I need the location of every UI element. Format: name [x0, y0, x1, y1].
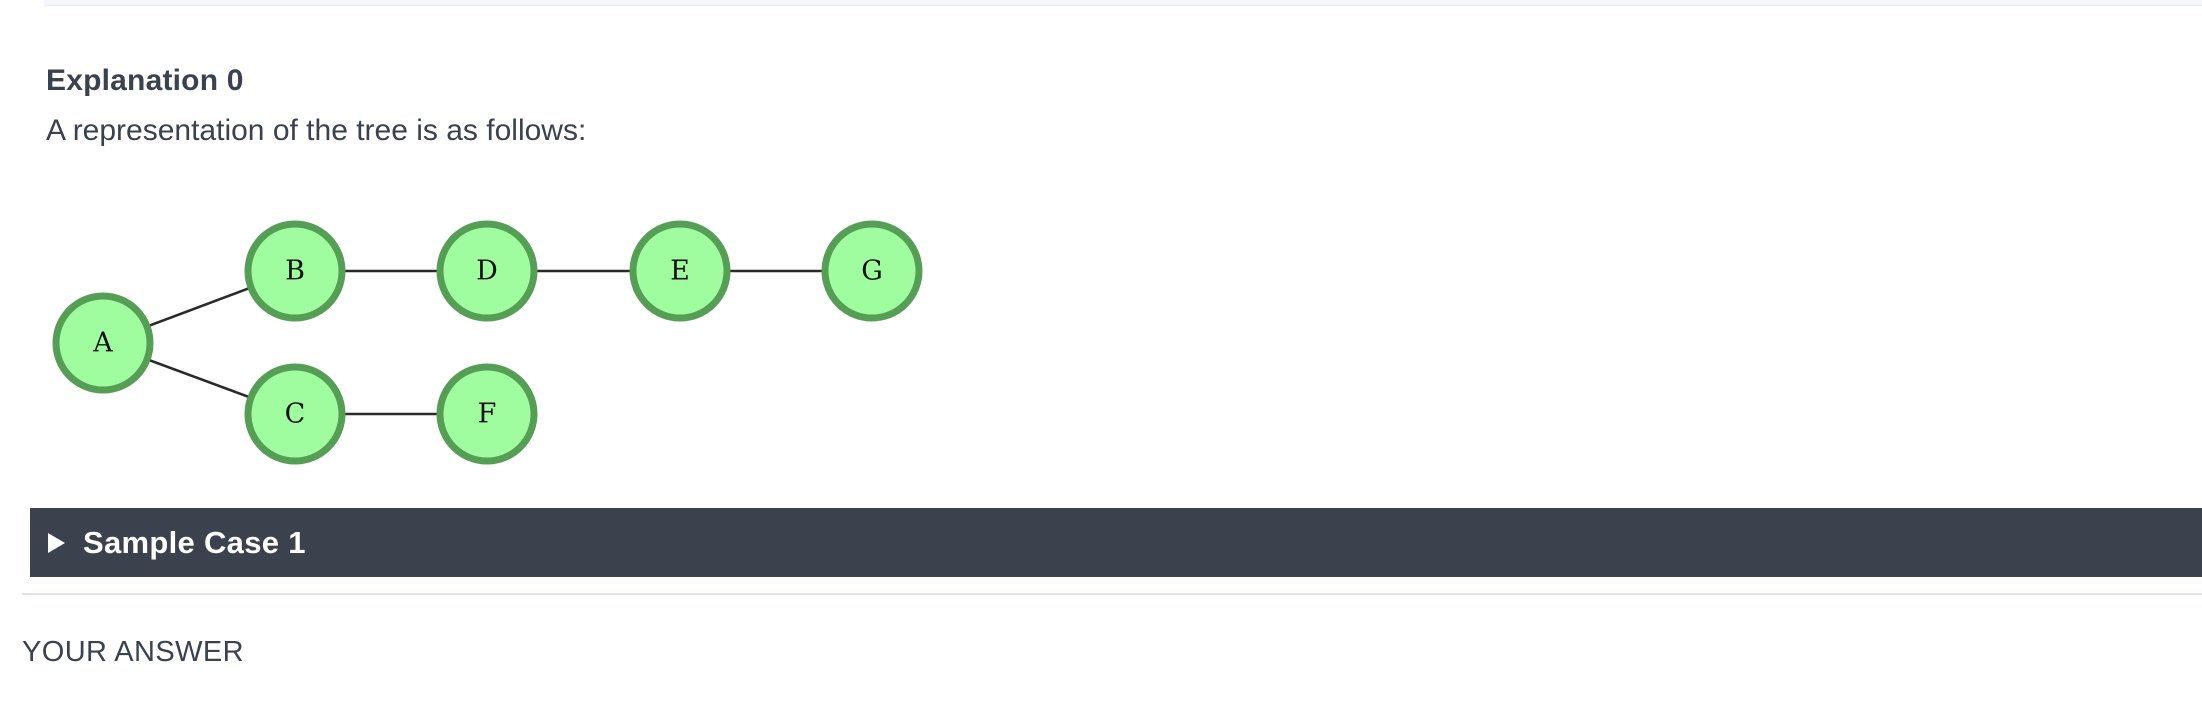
tree-node-c: C — [244, 363, 346, 465]
tree-nodes: A B C D E F G — [52, 220, 923, 465]
section-divider — [22, 593, 2202, 595]
top-strip — [44, 0, 2202, 6]
tree-node-circle-f — [436, 363, 538, 465]
tree-node-e: E — [629, 220, 731, 322]
tree-node-circle-a — [52, 292, 154, 394]
tree-node-circle-c — [244, 363, 346, 465]
tree-node-label-f: F — [478, 399, 497, 430]
expand-triangle-icon — [48, 532, 65, 553]
tree-node-label-c: C — [285, 399, 306, 430]
sample-case-1-toggle[interactable]: Sample Case 1 — [30, 508, 2202, 577]
tree-node-label-a: A — [92, 328, 113, 359]
tree-node-b: B — [244, 220, 346, 322]
tree-node-label-e: E — [670, 256, 690, 287]
tree-node-circle-d — [436, 220, 538, 322]
tree-node-f: F — [436, 363, 538, 465]
tree-node-g: G — [821, 220, 923, 322]
explanation-title: Explanation 0 — [46, 64, 244, 97]
sample-case-label: Sample Case 1 — [83, 524, 306, 560]
explanation-text: A representation of the tree is as follo… — [46, 114, 587, 147]
tree-node-a: A — [52, 292, 154, 394]
your-answer-heading: YOUR ANSWER — [22, 636, 244, 668]
tree-node-circle-e — [629, 220, 731, 322]
tree-node-circle-b — [244, 220, 346, 322]
tree-node-d: D — [436, 220, 538, 322]
tree-node-label-d: D — [476, 256, 498, 287]
tree-node-label-b: B — [285, 256, 305, 287]
tree-node-circle-g — [821, 220, 923, 322]
tree-diagram: A B C D E F G — [52, 220, 923, 465]
tree-node-label-g: G — [861, 256, 883, 287]
